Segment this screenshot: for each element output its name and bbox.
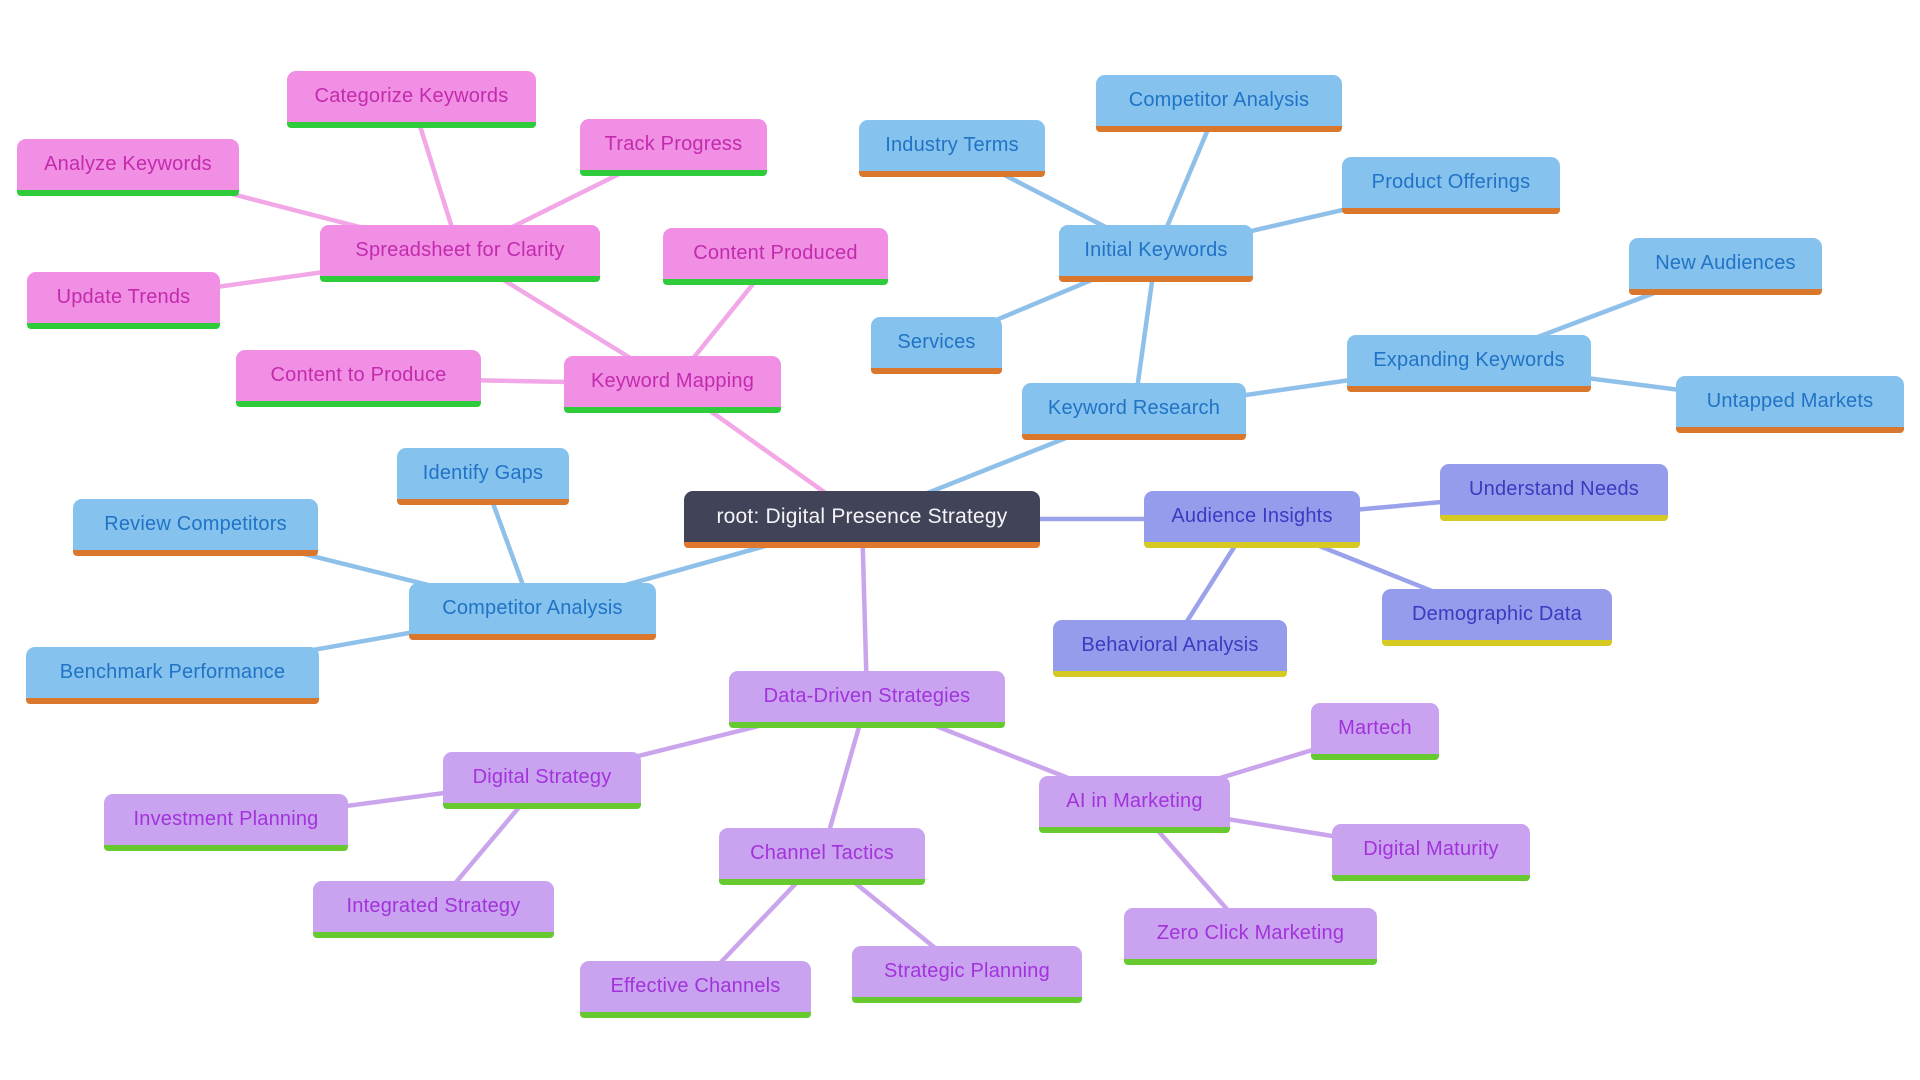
node-update-trends[interactable]: Update Trends [27, 272, 220, 329]
node-initial-keywords[interactable]: Initial Keywords [1059, 225, 1253, 282]
node-benchmark-performance[interactable]: Benchmark Performance [26, 647, 319, 704]
node-demographic-data[interactable]: Demographic Data [1382, 589, 1612, 646]
node-competitor-analysis-strategy[interactable]: Competitor Analysis [409, 583, 656, 640]
node-audience-insights[interactable]: Audience Insights [1144, 491, 1360, 548]
node-content-produced[interactable]: Content Produced [663, 228, 888, 285]
node-spreadsheet-for-clarity[interactable]: Spreadsheet for Clarity [320, 225, 600, 282]
node-digital-strategy[interactable]: Digital Strategy [443, 752, 641, 809]
node-keyword-mapping[interactable]: Keyword Mapping [564, 356, 781, 413]
node-services[interactable]: Services [871, 317, 1002, 374]
node-investment-planning[interactable]: Investment Planning [104, 794, 348, 851]
node-data-driven-strategies[interactable]: Data-Driven Strategies [729, 671, 1005, 728]
node-integrated-strategy[interactable]: Integrated Strategy [313, 881, 554, 938]
node-ai-in-marketing[interactable]: AI in Marketing [1039, 776, 1230, 833]
node-channel-tactics[interactable]: Channel Tactics [719, 828, 925, 885]
node-untapped-markets[interactable]: Untapped Markets [1676, 376, 1904, 433]
node-keyword-research[interactable]: Keyword Research [1022, 383, 1246, 440]
node-analyze-keywords[interactable]: Analyze Keywords [17, 139, 239, 196]
node-effective-channels[interactable]: Effective Channels [580, 961, 811, 1018]
node-identify-gaps[interactable]: Identify Gaps [397, 448, 569, 505]
edge-root--data-driven-strategies [859, 516, 870, 702]
node-competitor-analysis-research[interactable]: Competitor Analysis [1096, 75, 1342, 132]
node-expanding-keywords[interactable]: Expanding Keywords [1347, 335, 1591, 392]
node-content-to-produce[interactable]: Content to Produce [236, 350, 481, 407]
node-root[interactable]: root: Digital Presence Strategy [684, 491, 1040, 548]
node-new-audiences[interactable]: New Audiences [1629, 238, 1822, 295]
node-behavioral-analysis[interactable]: Behavioral Analysis [1053, 620, 1287, 677]
node-product-offerings[interactable]: Product Offerings [1342, 157, 1560, 214]
node-martech[interactable]: Martech [1311, 703, 1439, 760]
node-strategic-planning[interactable]: Strategic Planning [852, 946, 1082, 1003]
node-track-progress[interactable]: Track Progress [580, 119, 767, 176]
node-categorize-keywords[interactable]: Categorize Keywords [287, 71, 536, 128]
node-digital-maturity[interactable]: Digital Maturity [1332, 824, 1530, 881]
node-review-competitors[interactable]: Review Competitors [73, 499, 318, 556]
node-understand-needs[interactable]: Understand Needs [1440, 464, 1668, 521]
node-industry-terms[interactable]: Industry Terms [859, 120, 1045, 177]
node-zero-click-marketing[interactable]: Zero Click Marketing [1124, 908, 1377, 965]
